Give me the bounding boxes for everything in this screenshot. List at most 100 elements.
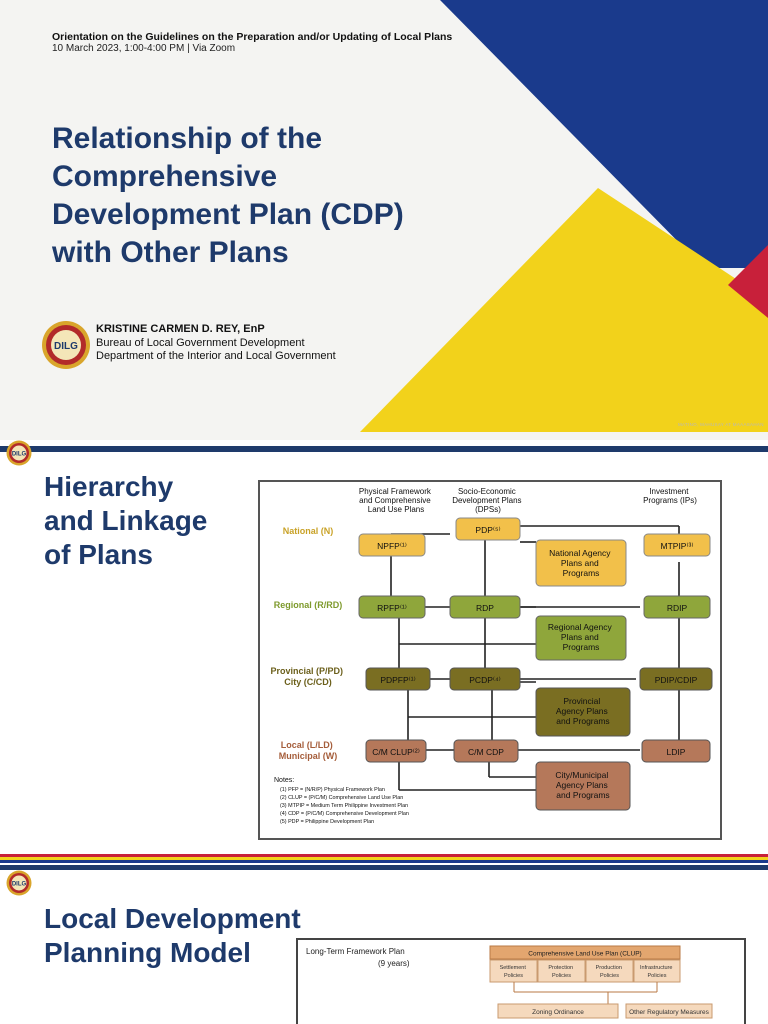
- svg-text:Protection Policies: Protection Policies: [548, 965, 574, 979]
- motto-text: MATINO, MAHUSAY AT MAAASAHAN: [678, 422, 764, 427]
- box-pdp: PDP⁽⁵⁾: [455, 517, 521, 541]
- column-header: Physical Framework and Comprehensive Lan…: [359, 487, 433, 514]
- slide-title: Local Development Planning Model: [44, 902, 364, 970]
- hierarchy-diagram: Physical Framework and Comprehensive Lan…: [258, 480, 722, 840]
- clup-header-box: Comprehensive Land Use Plan (CLUP): [489, 945, 681, 960]
- title-line: Local Development: [44, 903, 301, 934]
- svg-text:RDP: RDP: [476, 603, 494, 613]
- svg-text:Production Policies: Production Policies: [596, 965, 624, 979]
- connector-lines: [513, 982, 658, 1004]
- title-slide: Orientation on the Guidelines on the Pre…: [0, 0, 768, 440]
- box-pcdp: PCDP⁽⁴⁾: [449, 667, 521, 691]
- framework-label: Long-Term Framework Plan: [306, 947, 405, 956]
- divider-yellow-band: [0, 857, 768, 860]
- svg-text:PDIP/CDIP: PDIP/CDIP: [655, 675, 698, 685]
- title-line: Relationship of the: [52, 122, 322, 155]
- policy-cell: Settlement Policies: [489, 959, 538, 983]
- box-regional-agency: Regional Agency Plans and Programs: [535, 615, 627, 661]
- svg-text:PDP⁽⁵⁾: PDP⁽⁵⁾: [475, 525, 500, 535]
- box-national-agency: National Agency Plans and Programs: [535, 539, 627, 587]
- svg-text:Infrastructure Polic: Infrastructure Policies: [640, 965, 674, 979]
- box-rpfp: RPFP⁽¹⁾: [358, 595, 426, 619]
- svg-text:LDIP: LDIP: [667, 747, 686, 757]
- title-line: Hierarchy: [44, 471, 174, 502]
- divider-white: [0, 440, 768, 446]
- level-label-national: National (N): [283, 526, 334, 536]
- column-header: Investment Programs (IPs): [643, 487, 697, 505]
- yellow-triangle: [360, 188, 768, 432]
- event-details: 10 March 2023, 1:00-4:00 PM | Via Zoom: [52, 43, 236, 54]
- red-triangle: [728, 245, 768, 318]
- presenter-department: Department of the Interior and Local Gov…: [96, 350, 336, 362]
- title-line: with Other Plans: [52, 236, 289, 269]
- title-line: Comprehensive: [52, 160, 278, 193]
- divider-white-band: [0, 863, 768, 865]
- svg-text:PCDP⁽⁴⁾: PCDP⁽⁴⁾: [469, 675, 500, 685]
- column-header: Socio-Economic Development Plans (DPSs): [452, 487, 524, 514]
- svg-text:National Agency Plan: National Agency Plans and Programs: [549, 548, 613, 578]
- box-ldip: LDIP: [641, 739, 711, 763]
- svg-text:NPFP⁽¹⁾: NPFP⁽¹⁾: [377, 541, 407, 551]
- connector-lines: [390, 525, 680, 791]
- presenter-office: Bureau of Local Government Development: [96, 336, 305, 349]
- divider-navy-band: [0, 446, 768, 452]
- hierarchy-slide: DILG Hierarchy and Linkage of Plans Phys…: [0, 440, 768, 854]
- diagram-notes: Notes: (1) PFP = (N/R/P) Physical Framew…: [274, 777, 411, 825]
- dilg-seal-logo: DILG: [42, 321, 90, 369]
- divider-navy-band: [0, 865, 768, 870]
- slide-title: Hierarchy and Linkage of Plans: [44, 470, 264, 572]
- svg-text:PDPFP⁽¹⁾: PDPFP⁽¹⁾: [380, 675, 415, 685]
- other-measures-box: Other Regulatory Measures: [625, 1003, 713, 1019]
- box-npfp: NPFP⁽¹⁾: [358, 533, 426, 557]
- policy-cell: Production Policies: [585, 959, 634, 983]
- svg-text:Other Regulatory Measures: Other Regulatory Measures: [629, 1009, 710, 1016]
- svg-text:Settlement Policies: Settlement Policies: [500, 965, 528, 979]
- level-label-local: Local (L/LD) Municipal (W): [279, 740, 338, 761]
- presenter-name: KRISTINE CARMEN D. REY, EnP: [96, 323, 265, 335]
- presentation-title: Relationship of the Comprehensive Develo…: [52, 120, 492, 272]
- divider-red-band: [0, 854, 768, 857]
- framework-duration: (9 years): [378, 959, 410, 968]
- level-label-regional: Regional (R/RD): [274, 600, 343, 610]
- box-cm-cdp: C/M CDP: [453, 739, 519, 763]
- policy-cell: Protection Policies: [537, 959, 586, 983]
- blue-triangle: [440, 0, 768, 268]
- dilg-mini-seal-icon: DILG: [6, 870, 32, 896]
- mini-seal-text: DILG: [12, 882, 27, 888]
- box-pdip-cdip: PDIP/CDIP: [639, 667, 713, 691]
- box-cm-clup: C/M CLUP⁽²⁾: [365, 739, 427, 763]
- box-cm-agency: City/Municipal Agency Plans and Programs: [535, 761, 631, 811]
- svg-text:City/Municipal Agenc: City/Municipal Agency Plans and Programs: [555, 770, 610, 800]
- event-title: Orientation on the Guidelines on the Pre…: [52, 31, 453, 43]
- svg-text:Regional Agency Plan: Regional Agency Plans and Programs: [548, 622, 614, 652]
- dilg-mini-seal-icon: DILG: [6, 440, 32, 466]
- svg-text:C/M CDP: C/M CDP: [468, 747, 504, 757]
- planning-model-diagram: Long-Term Framework Plan (9 years) Compr…: [296, 938, 746, 1024]
- svg-text:Provincial Agency Pl: Provincial Agency Plans and Programs: [556, 696, 610, 726]
- box-rdip: RDIP: [643, 595, 711, 619]
- svg-text:Comprehensive Land Use Plan (C: Comprehensive Land Use Plan (CLUP): [528, 951, 641, 958]
- planning-model-svg: Long-Term Framework Plan (9 years) Compr…: [306, 945, 713, 1019]
- title-line: and Linkage: [44, 505, 208, 536]
- svg-text:RDIP: RDIP: [667, 603, 688, 613]
- seal-text: DILG: [54, 341, 78, 352]
- title-line: of Plans: [44, 539, 153, 570]
- title-line: Development Plan (CDP): [52, 198, 404, 231]
- divider-blue-band: [0, 860, 768, 863]
- svg-text:RPFP⁽¹⁾: RPFP⁽¹⁾: [377, 603, 407, 613]
- box-mtpip: MTPIP⁽³⁾: [643, 533, 711, 557]
- level-label-provincial: Provincial (P/PD) City (C/CD): [270, 666, 345, 687]
- planning-model-slide: DILG Local Development Planning Model Lo…: [0, 870, 768, 1024]
- mini-seal-text: DILG: [12, 452, 27, 458]
- title-line: Planning Model: [44, 937, 251, 968]
- box-pdpfp: PDPFP⁽¹⁾: [365, 667, 431, 691]
- svg-text:MTPIP⁽³⁾: MTPIP⁽³⁾: [661, 541, 694, 551]
- presenter-block: KRISTINE CARMEN D. REY, EnP Bureau of Lo…: [96, 323, 336, 364]
- box-rdp: RDP: [449, 595, 521, 619]
- decorative-shapes: [360, 0, 768, 432]
- svg-text:C/M CLUP⁽²⁾: C/M CLUP⁽²⁾: [372, 747, 420, 757]
- policy-cell: Infrastructure Policies: [633, 959, 681, 983]
- zoning-ordinance-box: Zoning Ordinance: [497, 1003, 619, 1019]
- box-provincial-agency: Provincial Agency Plans and Programs: [535, 687, 631, 737]
- hierarchy-diagram-svg: Physical Framework and Comprehensive Lan…: [270, 487, 713, 825]
